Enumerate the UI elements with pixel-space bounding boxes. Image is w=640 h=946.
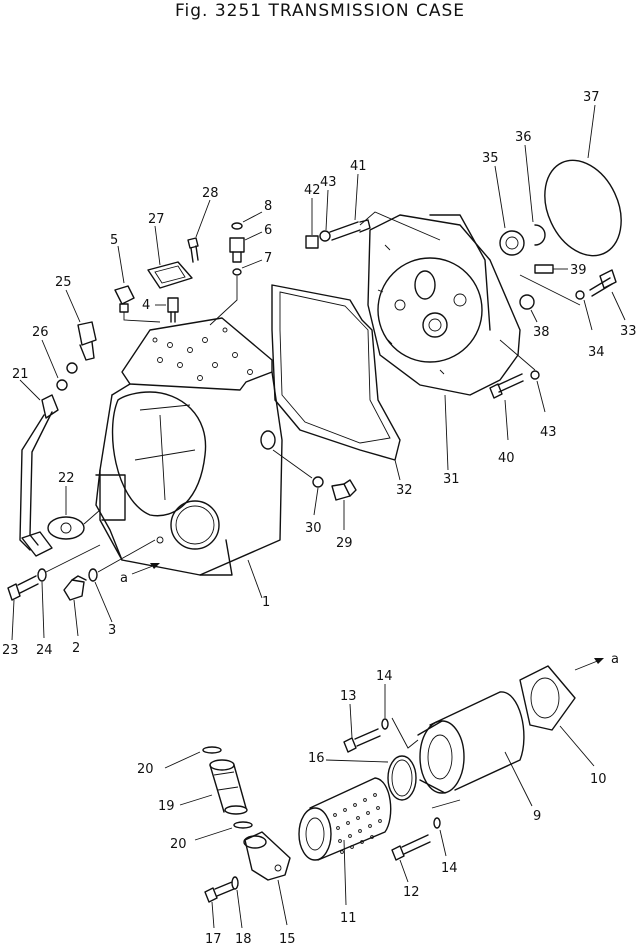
callout-20b: 20 — [170, 837, 187, 852]
transmission-case-body — [95, 317, 283, 576]
washer-14a — [381, 718, 389, 730]
o-ring-37 — [544, 159, 622, 257]
figure-title: Fig. 3251 TRANSMISSION CASE — [175, 1, 465, 21]
washer-14b — [433, 817, 441, 829]
o-ring-20b — [233, 821, 253, 829]
washer-34 — [575, 290, 585, 300]
cover-27 — [147, 261, 193, 289]
callout-26: 26 — [32, 325, 49, 340]
bolt-40 — [489, 373, 524, 399]
callout-22: 22 — [58, 471, 75, 486]
pin-39 — [534, 264, 554, 274]
callout-9: 9 — [533, 809, 541, 824]
callout-34: 34 — [588, 345, 605, 360]
stud-41 — [329, 219, 371, 241]
callout-14a: 14 — [376, 669, 393, 684]
callout-32: 32 — [396, 483, 413, 498]
callout-7: 7 — [264, 251, 272, 266]
o-ring-20a — [202, 746, 222, 754]
callout-42: 42 — [304, 183, 321, 198]
callout-14b: 14 — [441, 861, 458, 876]
callout-15: 15 — [279, 932, 296, 946]
o-ring-3 — [88, 568, 98, 582]
washer-30 — [312, 476, 324, 488]
callout-12: 12 — [403, 885, 420, 900]
callout-3: 3 — [108, 623, 116, 638]
callout-19: 19 — [158, 799, 175, 814]
pipe-19 — [209, 759, 248, 815]
pipe-21 — [19, 394, 59, 557]
callout-29: 29 — [336, 536, 353, 551]
callout-17: 17 — [205, 932, 222, 946]
callout-1: 1 — [262, 595, 270, 610]
callout-25: 25 — [55, 275, 72, 290]
fitting-6 — [229, 237, 245, 263]
callout-31: 31 — [443, 472, 460, 487]
callout-10: 10 — [590, 772, 607, 787]
callout-21: 21 — [12, 367, 29, 382]
strainer-case-9 — [417, 691, 525, 794]
callout-27: 27 — [148, 212, 165, 227]
gasket-10 — [519, 665, 576, 731]
strainer-element-11 — [298, 777, 392, 861]
callout-40: 40 — [498, 451, 515, 466]
callout-39: 39 — [570, 263, 587, 278]
plug-2 — [63, 575, 87, 601]
housing-31 — [367, 214, 521, 396]
washer-43a — [319, 230, 331, 242]
nut-42 — [305, 235, 319, 249]
callout-16: 16 — [308, 751, 325, 766]
o-ring-8 — [231, 222, 243, 230]
elbow-15 — [243, 831, 291, 881]
o-ring-7 — [232, 268, 242, 276]
callout-28: 28 — [202, 186, 219, 201]
gasket-32 — [271, 284, 401, 461]
switch-5 — [114, 285, 135, 313]
callout-5: 5 — [110, 233, 118, 248]
callout-4: 4 — [142, 298, 150, 313]
bolt-17 — [204, 881, 235, 903]
washer-24 — [37, 568, 47, 582]
washer-38 — [519, 294, 535, 310]
callout-13: 13 — [340, 689, 357, 704]
washer-26 — [56, 379, 68, 391]
callout-30: 30 — [305, 521, 322, 536]
callout-43b: 43 — [540, 425, 557, 440]
callout-38: 38 — [533, 325, 550, 340]
callout-41: 41 — [350, 159, 367, 174]
bolt-33 — [589, 269, 617, 297]
o-ring-16 — [387, 755, 417, 801]
ref-arrow-a-lower: a — [611, 652, 619, 667]
callout-2: 2 — [72, 641, 80, 656]
callout-36: 36 — [515, 130, 532, 145]
callout-37: 37 — [583, 90, 600, 105]
callout-24: 24 — [36, 643, 53, 658]
washer-43b — [530, 370, 540, 380]
bolt-28 — [187, 237, 199, 263]
callout-8: 8 — [264, 199, 272, 214]
bolt-13 — [343, 728, 381, 753]
gasket-22 — [47, 516, 85, 540]
bolt-12 — [391, 834, 431, 861]
bearing-35 — [499, 230, 525, 256]
callout-35: 35 — [482, 151, 499, 166]
snap-ring-36 — [534, 224, 546, 246]
sensor-25 — [66, 321, 97, 374]
callout-33: 33 — [620, 324, 637, 339]
callout-20a: 20 — [137, 762, 154, 777]
ref-arrow-a-upper: a — [120, 571, 128, 586]
plug-29 — [331, 479, 357, 501]
callout-18: 18 — [235, 932, 252, 946]
callout-43a: 43 — [320, 175, 337, 190]
callout-23: 23 — [2, 643, 19, 658]
washer-18 — [231, 876, 239, 890]
bolt-23 — [7, 575, 39, 601]
callout-6: 6 — [264, 223, 272, 238]
plug-4 — [167, 297, 179, 323]
callout-11: 11 — [340, 911, 357, 926]
